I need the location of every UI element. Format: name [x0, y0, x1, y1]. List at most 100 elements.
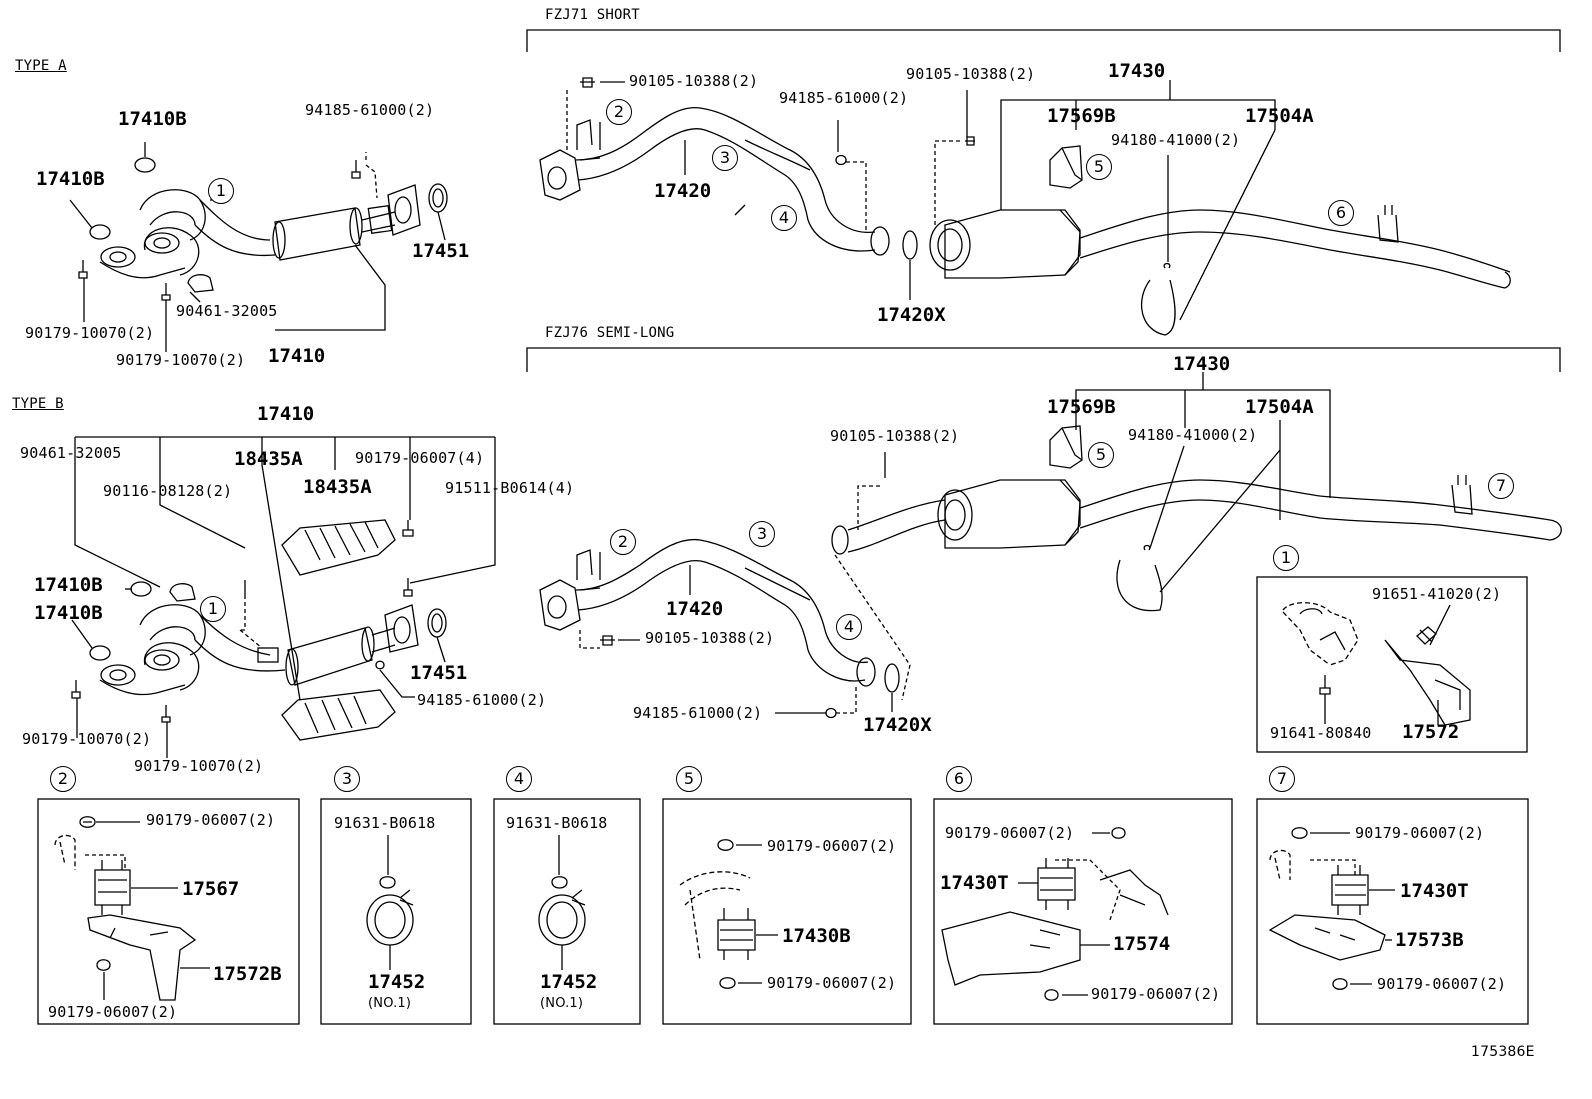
- detail-6-box: [933, 798, 1233, 1025]
- detail-1-box: [1256, 576, 1528, 753]
- part-note-no1: (NO.1): [540, 996, 584, 1011]
- fzj76-exhaust: [539, 372, 1562, 719]
- section-title-type-b: TYPE B: [12, 396, 64, 412]
- callout-6: 6: [1328, 200, 1354, 226]
- section-title-fzj76: FZJ76 SEMI-LONG: [545, 325, 675, 341]
- callout-3: 3: [334, 766, 360, 792]
- detail-2-parts: [54, 816, 210, 1001]
- part-label-18435a: 18435A: [234, 448, 303, 470]
- part-label-90179-10070: 90179-10070(2): [116, 351, 246, 369]
- part-label-17572: 17572: [1402, 721, 1460, 743]
- part-label-90105-10388: 90105-10388(2): [629, 72, 759, 90]
- callout-7: 7: [1488, 473, 1514, 499]
- callout-3: 3: [749, 521, 775, 547]
- detail-7-parts: [1268, 827, 1395, 990]
- part-label-94185-61000: 94185-61000(2): [779, 89, 909, 107]
- type-b-front-pipe: [71, 436, 496, 758]
- part-label-17504a: 17504A: [1245, 105, 1314, 127]
- callout-3: 3: [712, 145, 738, 171]
- part-label-17410b: 17410B: [36, 168, 105, 190]
- part-label-17430: 17430: [1173, 353, 1231, 375]
- detail-4-box: [493, 798, 641, 1025]
- detail-7-box: [1256, 798, 1529, 1025]
- part-label-17569b: 17569B: [1047, 396, 1116, 418]
- callout-1: 1: [1273, 545, 1299, 571]
- part-label-17452: 17452: [368, 971, 426, 993]
- section-title-type-a: TYPE A: [15, 58, 67, 74]
- part-label-17574: 17574: [1113, 933, 1171, 955]
- fzj76-section-bracket: [526, 347, 1561, 372]
- part-label-90179-06007: 90179-06007(4): [355, 449, 485, 467]
- part-label-94180-41000: 94180-41000(2): [1111, 131, 1241, 149]
- part-label-17430: 17430: [1108, 60, 1166, 82]
- part-label-17420x: 17420X: [863, 714, 932, 736]
- callout-4: 4: [771, 205, 797, 231]
- type-a-front-pipe: [69, 142, 448, 352]
- detail-4-parts: [538, 835, 586, 970]
- part-label-90179-10070: 90179-10070(2): [134, 757, 264, 775]
- detail-1-parts: [1282, 602, 1471, 726]
- part-label-17410: 17410: [257, 403, 315, 425]
- callout-5: 5: [676, 766, 702, 792]
- part-label-17573b: 17573B: [1395, 929, 1464, 951]
- part-label-17410b: 17410B: [118, 108, 187, 130]
- part-label-90179-06007: 90179-06007(2): [1355, 824, 1485, 842]
- detail-5-box: [662, 798, 912, 1025]
- callout-2: 2: [610, 529, 636, 555]
- part-note-no1: (NO.1): [368, 996, 412, 1011]
- part-label-17410b: 17410B: [34, 574, 103, 596]
- part-label-90179-10070: 90179-10070(2): [25, 324, 155, 342]
- callout-5: 5: [1088, 442, 1114, 468]
- callout-6: 6: [946, 766, 972, 792]
- callout-5: 5: [1086, 154, 1112, 180]
- part-label-17410b: 17410B: [34, 602, 103, 624]
- detail-3-parts: [366, 835, 414, 970]
- part-label-17430t: 17430T: [1400, 880, 1469, 902]
- part-label-91651-41020: 91651-41020(2): [1372, 585, 1502, 603]
- detail-6-parts: [941, 827, 1169, 1001]
- part-label-17430t: 17430T: [940, 872, 1009, 894]
- callout-4: 4: [506, 766, 532, 792]
- part-label-17504a: 17504A: [1245, 396, 1314, 418]
- part-label-17451: 17451: [410, 662, 468, 684]
- detail-3-box: [320, 798, 472, 1025]
- part-label-17567: 17567: [182, 878, 240, 900]
- part-label-91631-b0618: 91631-B0618: [334, 814, 436, 832]
- part-label-90179-06007: 90179-06007(2): [767, 837, 897, 855]
- part-label-17420: 17420: [654, 180, 712, 202]
- part-label-90116-08128: 90116-08128(2): [103, 482, 233, 500]
- part-label-90105-10388: 90105-10388(2): [645, 629, 775, 647]
- part-label-90461-32005: 90461-32005: [176, 302, 278, 320]
- part-label-90179-06007: 90179-06007(2): [1091, 985, 1221, 1003]
- fzj71-section-bracket: [526, 29, 1561, 52]
- part-label-91511-b0614: 91511-B0614(4): [445, 479, 575, 497]
- part-label-90105-10388: 90105-10388(2): [830, 427, 960, 445]
- part-label-90105-10388: 90105-10388(2): [906, 65, 1036, 83]
- figure-id: 175386E: [1471, 1044, 1535, 1060]
- part-label-94180-41000: 94180-41000(2): [1128, 426, 1258, 444]
- part-label-18435a: 18435A: [303, 476, 372, 498]
- detail-5-parts: [679, 839, 778, 989]
- part-label-94185-61000: 94185-61000(2): [417, 691, 547, 709]
- callout-1: 1: [200, 596, 226, 622]
- detail-2-box: [37, 798, 300, 1025]
- part-label-90179-10070: 90179-10070(2): [22, 730, 152, 748]
- part-label-90179-06007: 90179-06007(2): [1377, 975, 1507, 993]
- part-label-17451: 17451: [412, 240, 470, 262]
- section-title-fzj71: FZJ71 SHORT: [545, 7, 640, 23]
- part-label-91641-80840: 91641-80840: [1270, 724, 1372, 742]
- part-label-17420x: 17420X: [877, 304, 946, 326]
- part-label-90179-06007: 90179-06007(2): [767, 974, 897, 992]
- part-label-17572b: 17572B: [213, 963, 282, 985]
- callout-7: 7: [1269, 766, 1295, 792]
- part-label-17430b: 17430B: [782, 925, 851, 947]
- fzj71-exhaust: [539, 77, 1511, 336]
- part-label-91631-b0618: 91631-B0618: [506, 814, 608, 832]
- callout-1: 1: [208, 178, 234, 204]
- part-label-17420: 17420: [666, 598, 724, 620]
- part-label-90461-32005: 90461-32005: [20, 444, 122, 462]
- callout-2: 2: [50, 766, 76, 792]
- part-label-90179-06007: 90179-06007(2): [48, 1003, 178, 1021]
